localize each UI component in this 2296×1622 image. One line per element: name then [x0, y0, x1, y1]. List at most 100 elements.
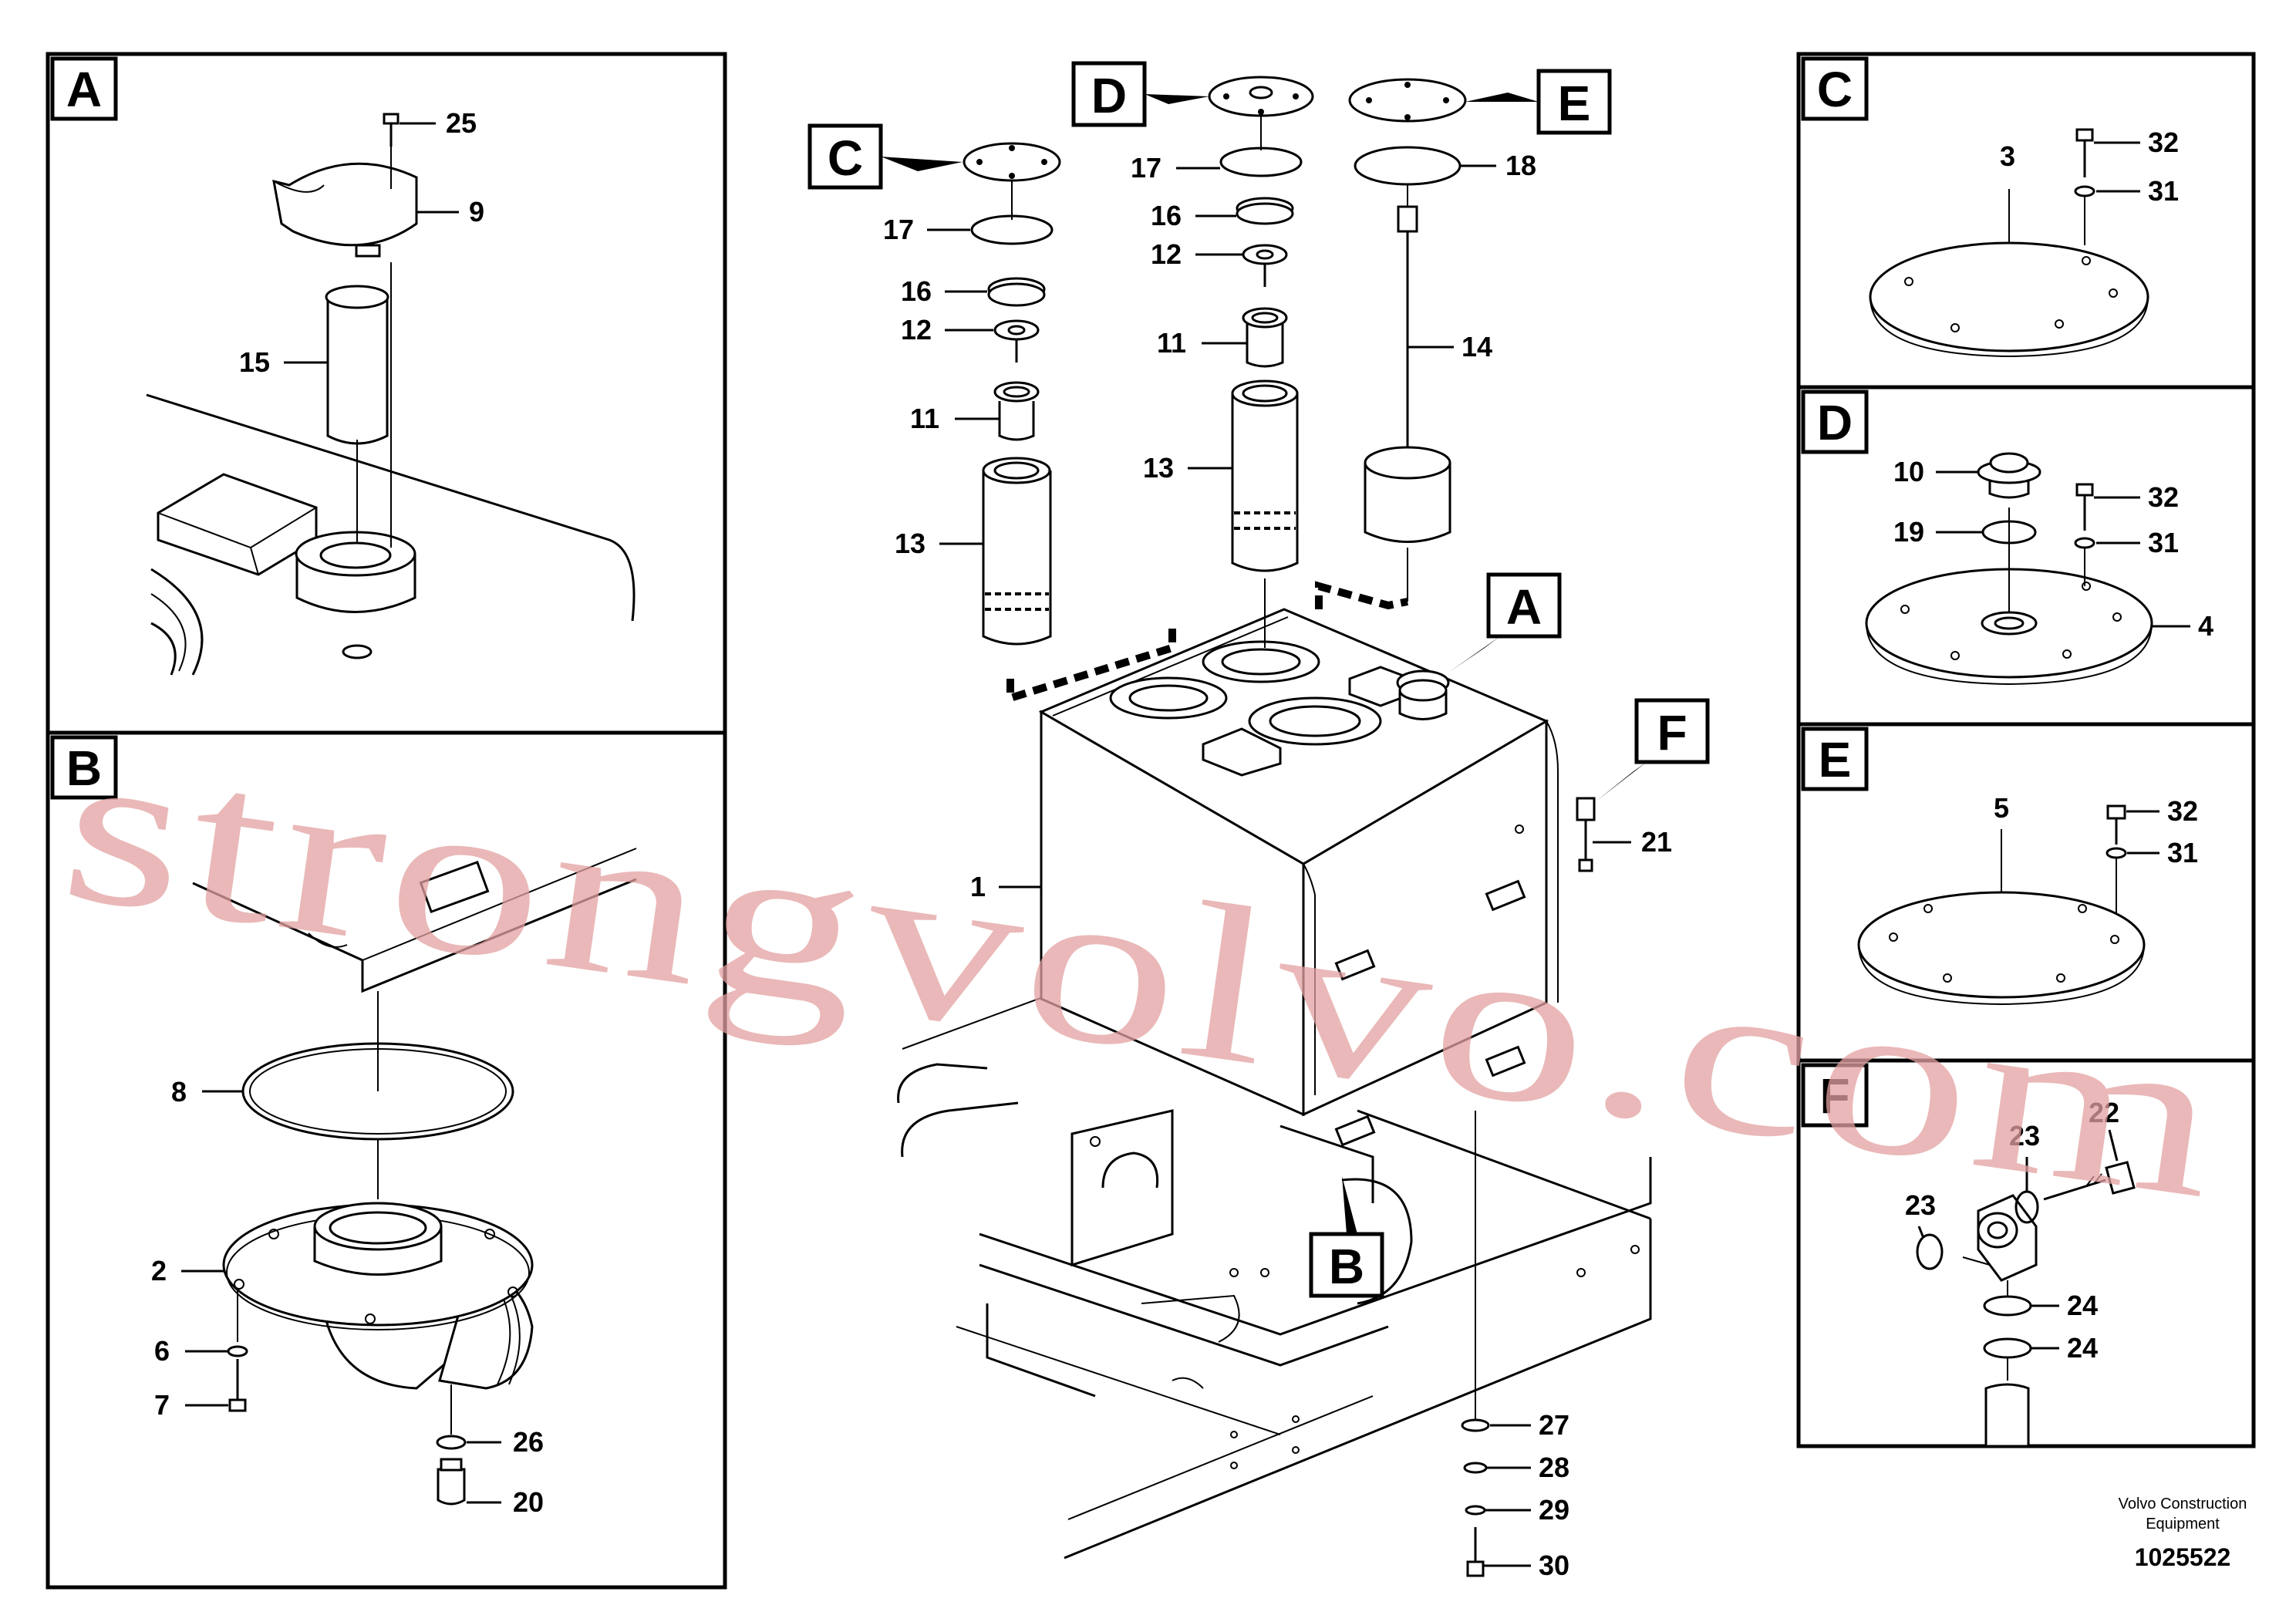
o-ring-17-c [970, 214, 1054, 245]
callout-31-c: 31 [2148, 175, 2179, 207]
callout-3: 3 [2000, 140, 2015, 172]
callout-8: 8 [171, 1076, 187, 1108]
callout-14: 14 [1462, 331, 1492, 363]
callout-32-e: 32 [2167, 795, 2198, 827]
top-pad-1 [1202, 727, 1282, 777]
tag-e-box [1536, 69, 1612, 135]
washer-26 [436, 1435, 467, 1450]
cap-9 [272, 162, 418, 247]
washer-28 [1463, 1462, 1488, 1474]
panel-a-letter: A [66, 62, 102, 117]
panel-f-letter: F [1819, 1068, 1849, 1124]
filter-13-d [1231, 393, 1299, 572]
callout-19: 19 [1893, 516, 1924, 548]
callout-13-d: 13 [1143, 452, 1174, 484]
panel-a: A 25 9 15 [46, 52, 727, 735]
port-3 [1248, 696, 1382, 746]
bolt-30 [1466, 1560, 1485, 1577]
manufacturer-line-1: Volvo Construction [2119, 1496, 2247, 1512]
callout-12-d: 12 [1151, 238, 1182, 270]
callout-24a: 24 [2067, 1290, 2098, 1321]
callout-21: 21 [1641, 826, 1672, 858]
bolt-7 [228, 1398, 247, 1412]
callout-23a: 23 [1905, 1189, 1936, 1221]
panel-e: E 32 31 5 [1796, 722, 2256, 1063]
drawing-number: 1025522 [2135, 1543, 2231, 1571]
panel-b-letter-box [50, 735, 118, 800]
panel-e-letter: E [1819, 732, 1852, 787]
flange-outline [150, 568, 204, 676]
bolt-32-d [2075, 483, 2094, 497]
callout-24b: 24 [2067, 1332, 2098, 1364]
panel-d: D 10 19 32 31 4 [1796, 385, 2256, 727]
breather-filter [1364, 463, 1451, 543]
callout-31-d: 31 [2148, 527, 2179, 558]
washer-31-e [2106, 847, 2127, 859]
callout-17-c: 17 [883, 214, 914, 245]
callout-28: 28 [1539, 1452, 1569, 1483]
valve-12-d [1242, 244, 1288, 265]
washer-31-c [2074, 185, 2095, 197]
tag-e: E [1558, 76, 1591, 131]
washer-31-d [2074, 537, 2095, 549]
callout-6: 6 [154, 1335, 170, 1367]
side-pad-2 [1334, 949, 1376, 981]
callout-16-d: 16 [1151, 200, 1182, 231]
banjo-bolt-22 [2105, 1161, 2136, 1195]
callout-27: 27 [1539, 1409, 1569, 1441]
valve-12-c [993, 319, 1040, 341]
callout-7: 7 [154, 1389, 170, 1421]
fitting-21 [1576, 797, 1596, 821]
callout-11-c: 11 [910, 403, 939, 434]
bolt-25 [383, 113, 400, 125]
dashed-connector-c [1006, 629, 1176, 703]
panel-b-frame [46, 730, 727, 1590]
callout-4: 4 [2198, 610, 2213, 642]
callout-17-d: 17 [1131, 152, 1161, 184]
tag-b: B [1329, 1239, 1364, 1294]
callout-22: 22 [2089, 1097, 2119, 1128]
manufacturer-line-2: Equipment [2146, 1516, 2220, 1533]
panel-f-letter-box [1801, 1063, 1869, 1128]
callout-11-d: 11 [1157, 327, 1186, 359]
o-ring-17-d [1219, 147, 1303, 177]
tag-f: F [1657, 705, 1687, 760]
callout-9: 9 [469, 196, 484, 228]
panel-c-letter-box [1801, 56, 1869, 121]
callout-23b: 23 [2009, 1120, 2040, 1152]
panel-d-letter-box [1801, 389, 1869, 454]
bolt-32-e [2106, 804, 2126, 820]
cover-plate [157, 473, 318, 576]
plug-20 [437, 1468, 466, 1506]
o-ring-24b [1983, 1337, 2032, 1359]
cover-3 [1869, 241, 2149, 352]
callout-12-c: 12 [901, 314, 932, 346]
callout-30: 30 [1539, 1549, 1569, 1581]
side-pad-4 [1334, 1114, 1376, 1147]
callout-13-c: 13 [895, 528, 925, 559]
o-ring-23a [1916, 1233, 1944, 1270]
tank-top-edge [146, 393, 636, 622]
tag-a: A [1506, 579, 1542, 635]
callout-18: 18 [1505, 150, 1536, 181]
callout-26: 26 [513, 1426, 544, 1458]
washer-27 [1461, 1418, 1490, 1432]
bushing-11-c [998, 401, 1035, 441]
o-ring-19 [1981, 520, 2037, 545]
side-pad-3 [1485, 1045, 1526, 1077]
tag-a-box [1486, 572, 1562, 639]
washer [342, 644, 373, 659]
port-1 [1109, 676, 1228, 720]
callout-1: 1 [970, 871, 986, 902]
callout-10: 10 [1893, 456, 1924, 487]
filter-13-c [982, 470, 1052, 646]
o-ring-24a [1983, 1295, 2032, 1317]
bracket [419, 860, 490, 914]
panel-f: F 23 23 22 24 24 [1796, 1058, 2256, 1448]
callout-15: 15 [239, 346, 270, 378]
main-assembly: C D E A F B 17 16 12 11 13 17 16 12 [807, 61, 1710, 1581]
tank-bottom-plate [192, 878, 637, 993]
callout-31-e: 31 [2167, 837, 2198, 868]
